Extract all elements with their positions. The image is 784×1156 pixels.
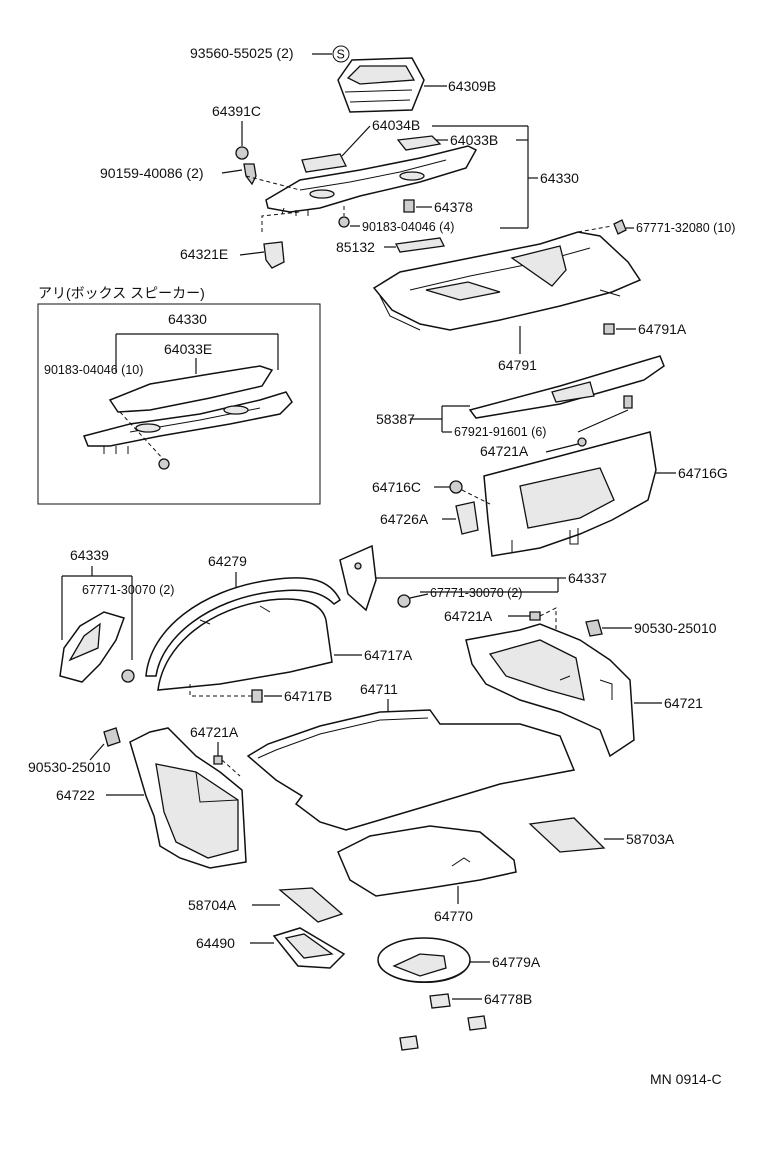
pad-64033b-icon xyxy=(396,135,442,151)
label-64721: 64721 xyxy=(664,695,703,711)
label-64722: 64722 xyxy=(56,787,95,803)
bracket-64726a-icon xyxy=(455,501,479,535)
label-64778b: 64778B xyxy=(484,991,532,1007)
trim-64337-icon xyxy=(339,544,377,612)
clip-64791a-icon xyxy=(603,323,615,335)
label-64034b: 64034B xyxy=(372,117,420,133)
label-64791: 64791 xyxy=(498,357,537,373)
wheel-house-64279-icon xyxy=(145,577,341,691)
floor-mat-64711-icon xyxy=(246,709,576,831)
inset-title: アリ(ボックス スピーカー) xyxy=(38,285,205,301)
label-64779a: 64779A xyxy=(492,954,541,970)
label-67921-91601: 67921-91601 (6) xyxy=(454,425,546,439)
label-64717a: 64717A xyxy=(364,647,413,663)
screw-90159-icon xyxy=(243,163,257,186)
deck-board-64770-icon xyxy=(337,825,517,897)
inset-box xyxy=(37,303,321,505)
inset-label-64033e: 64033E xyxy=(164,341,212,357)
diagram-code: MN 0914-C xyxy=(650,1071,722,1087)
quarter-trim-64722-icon xyxy=(129,727,247,869)
label-90183-04046-4: 90183-04046 (4) xyxy=(362,220,454,234)
inset-label-64330: 64330 xyxy=(168,311,207,327)
clip-64716c-icon xyxy=(449,480,463,494)
label-64716g: 64716G xyxy=(678,465,728,481)
clip-90530-b-icon xyxy=(103,727,121,747)
inset-clip-icon xyxy=(158,458,170,470)
s-mark-label: S xyxy=(337,48,345,62)
clip-64378-icon xyxy=(403,199,415,213)
label-64337: 64337 xyxy=(568,570,607,586)
label-85132: 85132 xyxy=(336,239,375,255)
inset-label-90183-10: 90183-04046 (10) xyxy=(44,363,143,377)
label-64309b: 64309B xyxy=(448,78,496,94)
pad-64034b-icon xyxy=(301,153,347,173)
clip-90183-icon xyxy=(338,216,350,228)
block-64778b-icon xyxy=(429,993,451,1009)
label-58703a: 58703A xyxy=(626,831,675,847)
quarter-trim-64721-icon xyxy=(465,623,635,758)
pad-58704a-icon xyxy=(278,887,344,923)
clip-64717b-icon xyxy=(251,689,263,703)
clip-64721a-2-icon xyxy=(529,611,541,621)
label-64339: 64339 xyxy=(70,547,109,563)
tray-64779a-icon xyxy=(377,937,471,983)
label-67771-32080: 67771-32080 (10) xyxy=(636,221,735,235)
pad-58703a-icon xyxy=(528,817,606,853)
block-a-icon xyxy=(467,1015,487,1031)
label-90530-25010-a: 90530-25010 xyxy=(634,620,717,636)
label-64490: 64490 xyxy=(196,935,235,951)
label-64721a-2: 64721A xyxy=(444,608,493,624)
label-64330: 64330 xyxy=(540,170,579,186)
bracket-64321e-icon xyxy=(263,241,285,269)
label-64378: 64378 xyxy=(434,199,473,215)
label-64711: 64711 xyxy=(360,681,398,697)
package-tray-64791-icon xyxy=(372,231,642,331)
clip-67771-a-icon xyxy=(121,669,135,683)
label-64721a-3: 64721A xyxy=(190,724,239,740)
clip-64721a-1-icon xyxy=(577,437,587,447)
label-90159-40086: 90159-40086 (2) xyxy=(100,165,204,181)
label-64033b: 64033B xyxy=(450,132,498,148)
side-panel-64716g-icon xyxy=(483,431,657,557)
clip-67771-32080-icon xyxy=(613,219,627,235)
label-90530-25010-b: 90530-25010 xyxy=(28,759,111,775)
label-58387: 58387 xyxy=(376,411,415,427)
label-64726a: 64726A xyxy=(380,511,429,527)
label-67771-30070-a: 67771-30070 (2) xyxy=(82,583,174,597)
part-64309b-icon xyxy=(337,57,425,113)
trim-58387-icon xyxy=(468,355,665,419)
block-b-icon xyxy=(399,1035,419,1051)
label-64717b: 64717B xyxy=(284,688,332,704)
clip-90530-a-icon xyxy=(585,619,603,637)
label-64279: 64279 xyxy=(208,553,247,569)
trim-64339-icon xyxy=(59,611,125,683)
label-64721a-1: 64721A xyxy=(480,443,529,459)
label-64791a: 64791A xyxy=(638,321,687,337)
label-64391c: 64391C xyxy=(212,103,261,119)
clip-67771-b-icon xyxy=(397,594,411,608)
label-64716c: 64716C xyxy=(372,479,421,495)
label-58704a: 58704A xyxy=(188,897,237,913)
inset-tray-icon xyxy=(82,365,293,454)
label-64770: 64770 xyxy=(434,908,473,924)
clip-64721a-3-icon xyxy=(213,755,223,765)
tray-64330-icon xyxy=(265,145,478,216)
label-64321e: 64321E xyxy=(180,246,228,262)
clip-64391c-icon xyxy=(235,146,249,160)
s-mark-icon xyxy=(332,45,350,63)
label-93560-55025: 93560-55025 (2) xyxy=(190,45,294,61)
tray-64490-icon xyxy=(272,927,346,969)
clip-67921-icon xyxy=(623,395,633,409)
label-67771-30070-b: 67771-30070 (2) xyxy=(430,586,522,600)
strip-85132-icon xyxy=(395,237,445,253)
